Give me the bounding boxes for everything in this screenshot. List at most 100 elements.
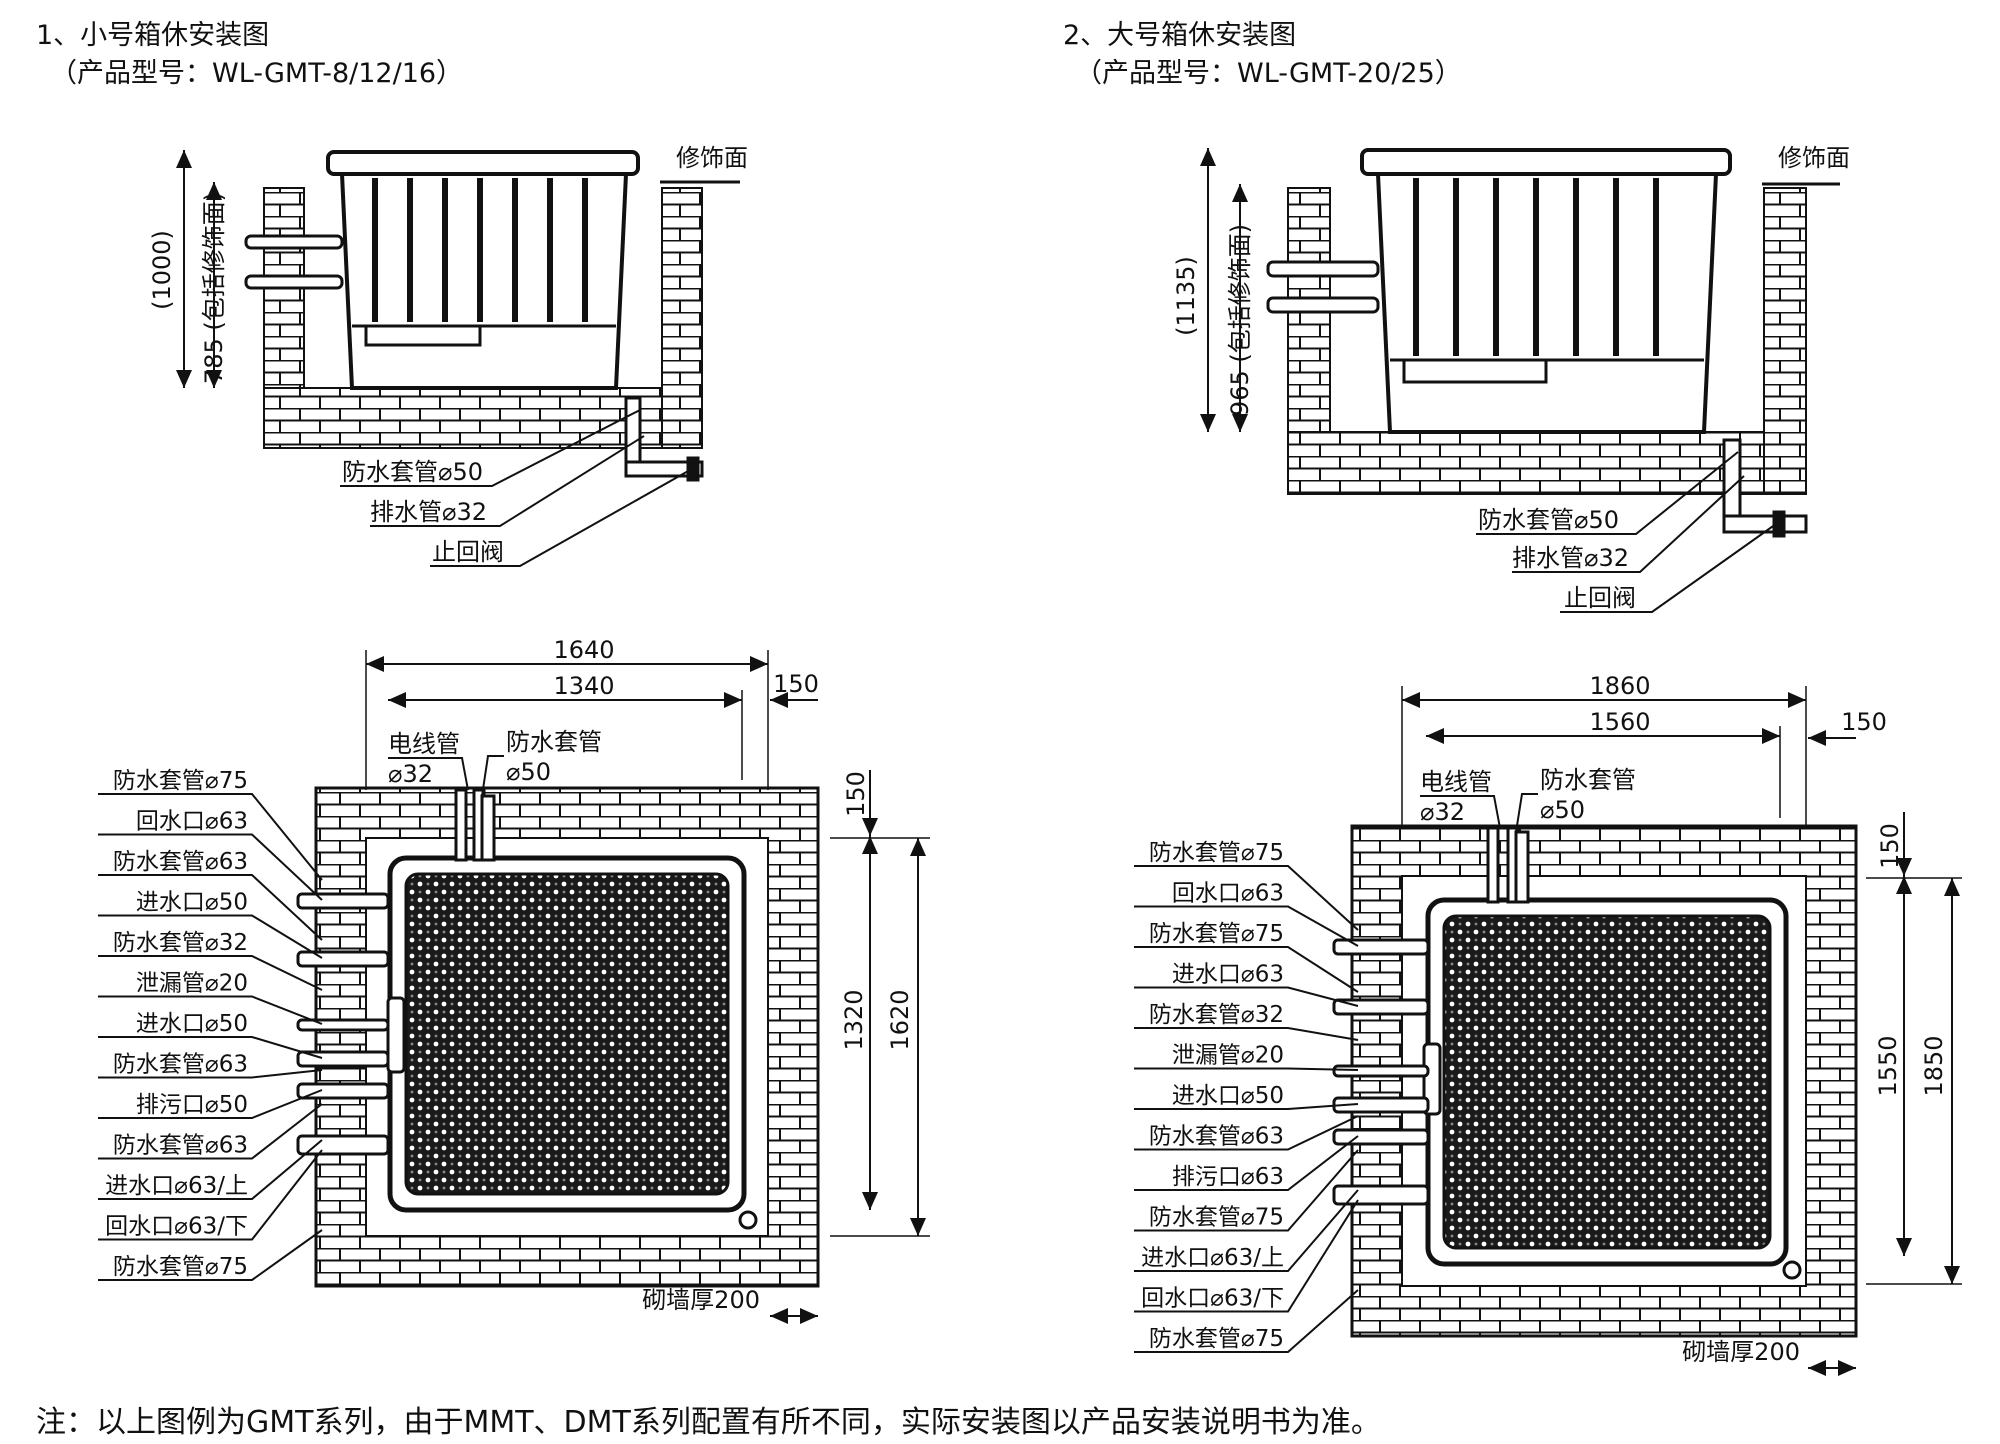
overall-height-label: (1000) (148, 230, 176, 310)
side-callout-label: 防水套管⌀75 (113, 1254, 248, 1280)
callout-check-valve: 止回阀 (432, 538, 504, 566)
side-callout-label: 泄漏管⌀20 (1172, 1043, 1284, 1069)
small-elevation-view: 修饰面 (1000) 785 (包括修饰面) 防水套管⌀50 排水管⌀32 止回… (148, 144, 748, 567)
floor-slab-brick (1287, 431, 1765, 495)
sleeve-size-label: ⌀50 (506, 758, 551, 786)
large-section-title: 2、大号箱休安装图 (1063, 20, 1296, 51)
side-callout-label: 防水套管⌀63 (113, 1133, 248, 1159)
side-pipes (244, 234, 344, 290)
side-callout-leader (98, 1103, 323, 1160)
trim-surface-label: 修饰面 (676, 144, 748, 172)
wall-thickness-label: 砌墙厚200 (1682, 1338, 1800, 1366)
conduit-size-label: ⌀32 (1420, 798, 1465, 826)
top-pipe-leaders (388, 755, 504, 797)
side-callout-leader (1134, 1189, 1359, 1272)
right-wall-brick (1763, 187, 1807, 495)
side-callout-leader (1134, 1149, 1359, 1232)
side-callout-label: 防水套管⌀63 (1149, 1124, 1284, 1150)
inner-height-label: 785 (包括修饰面) (200, 192, 228, 384)
callout-sleeve-50: 防水套管⌀50 (1478, 506, 1619, 534)
floor-slab-brick (263, 387, 663, 449)
stone-pattern-floor (404, 872, 730, 1196)
side-callout-leader (98, 1229, 323, 1281)
top-pipe-leaders (1420, 793, 1538, 833)
conduit-size-label: ⌀32 (388, 760, 433, 788)
side-callout-leader (98, 1036, 323, 1059)
wall-thickness-label: 砌墙厚200 (642, 1286, 760, 1314)
sleeve-label: 防水套管 (506, 728, 602, 756)
side-callout-leader (1134, 1135, 1359, 1191)
outer-height-label: 1620 (886, 989, 914, 1050)
side-callout-leader (98, 914, 323, 959)
side-callout-label: 回水口⌀63/下 (1141, 1286, 1284, 1312)
conduit-label: 电线管 (1420, 768, 1492, 796)
large-plan-view: 1860 1560 150 电线管 ⌀32 防水套管 ⌀50 150 1550 … (1134, 672, 1962, 1376)
top-pipes (1486, 826, 1530, 904)
side-callout-leader (98, 1089, 323, 1119)
side-callout-leader (98, 955, 323, 991)
side-callout-label: 防水套管⌀63 (113, 1052, 248, 1078)
side-callout-leader (98, 1149, 323, 1241)
side-panel (386, 996, 406, 1074)
side-callout-label: 防水套管⌀75 (1149, 1205, 1284, 1231)
small-section-title: 1、小号箱休安装图 (36, 20, 269, 51)
inner-height-label: 1320 (840, 989, 868, 1050)
side-pipe-stubs (296, 892, 390, 1156)
tub-body (326, 150, 640, 390)
side-callout-label: 泄漏管⌀20 (136, 971, 248, 997)
side-callout-label: 进水口⌀63/上 (1141, 1245, 1284, 1271)
top-pipes (454, 788, 496, 862)
callout-drain-32: 排水管⌀32 (370, 498, 487, 526)
corner-drain-icon (738, 1210, 758, 1230)
side-callout-leader (98, 995, 323, 1025)
elevation-callout-leaders (340, 409, 691, 567)
wall-width-label: 150 (773, 670, 819, 698)
inner-width-label: 1560 (1589, 708, 1650, 736)
side-callout-label: 回水口⌀63 (136, 809, 248, 835)
side-callout-label: 排污口⌀63 (1172, 1164, 1284, 1190)
side-callout-leader (1134, 1027, 1359, 1041)
sleeve-label: 防水套管 (1540, 766, 1636, 794)
wall-height-label: 150 (842, 771, 870, 817)
trim-surface-label: 修饰面 (1778, 144, 1850, 172)
wall-height-label: 150 (1876, 823, 1904, 869)
side-callout-leader (1134, 1067, 1359, 1071)
side-callout-label: 回水口⌀63 (1172, 881, 1284, 907)
large-section-model: （产品型号：WL-GMT-20/25） (1075, 58, 1462, 89)
callout-check-valve: 止回阀 (1564, 584, 1636, 612)
side-pipes (1266, 260, 1380, 314)
side-callout-label: 防水套管⌀75 (1149, 840, 1284, 866)
side-callout-leader (98, 874, 323, 941)
side-callout-label: 进水口⌀50 (136, 1011, 248, 1037)
side-callout-label: 防水套管⌀75 (1149, 1326, 1284, 1352)
wall-width-label: 150 (1841, 708, 1887, 736)
callout-sleeve-50: 防水套管⌀50 (342, 458, 483, 486)
large-elevation-view: 修饰面 (1135) 965 (包括修饰面) 防水套管⌀50 排水管⌀32 止回… (1172, 144, 1850, 613)
side-pipe-stubs (1332, 938, 1430, 1206)
side-callout-label: 防水套管⌀63 (113, 849, 248, 875)
outer-width-label: 1860 (1589, 672, 1650, 700)
inner-width-label: 1340 (553, 672, 614, 700)
side-callout-label: 防水套管⌀32 (1149, 1002, 1284, 1028)
side-callout-leader (1134, 1289, 1359, 1353)
outer-width-label: 1640 (553, 636, 614, 664)
side-callout-label: 进水口⌀50 (136, 890, 248, 916)
sleeve-size-label: ⌀50 (1540, 796, 1585, 824)
side-callout-leader (1134, 986, 1359, 1007)
right-wall-brick (661, 187, 703, 449)
side-callout-leader (1134, 946, 1359, 993)
side-callout-label: 进水口⌀63/上 (105, 1173, 248, 1199)
side-callout-label: 防水套管⌀75 (1149, 921, 1284, 947)
side-callout-label: 进水口⌀63 (1172, 962, 1284, 988)
outer-height-label: 1850 (1920, 1035, 1948, 1096)
side-callout-leader (98, 833, 323, 901)
side-callout-leader (1134, 1199, 1359, 1313)
side-callout-label: 防水套管⌀75 (113, 768, 248, 794)
overall-height-label: (1135) (1172, 256, 1200, 336)
side-callout-label: 回水口⌀63/下 (105, 1214, 248, 1240)
footnote: 注：以上图例为GMT系列，由于MMT、DMT系列配置有所不同，实际安装图以产品安… (36, 1405, 1381, 1440)
small-section-model: （产品型号：WL-GMT-8/12/16） (50, 58, 463, 89)
small-plan-view: 1640 1340 150 电线管 ⌀32 防水套管 ⌀50 150 1320 … (98, 636, 930, 1324)
side-callout-leader (1134, 905, 1359, 947)
